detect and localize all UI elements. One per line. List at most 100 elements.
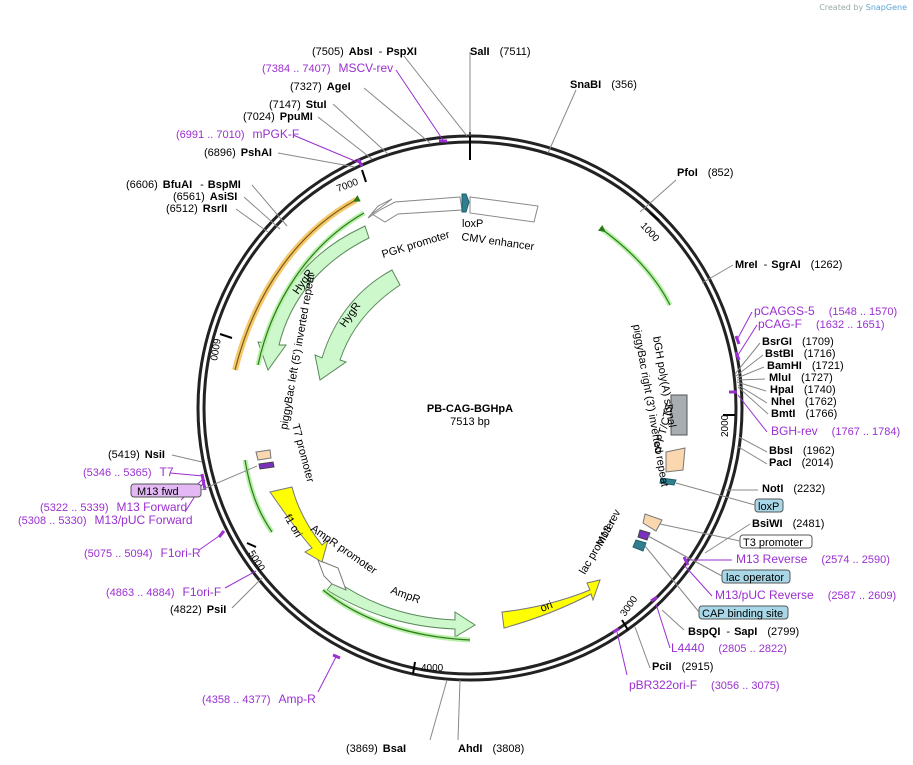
enzyme-bspqi-pos: (2799) xyxy=(767,626,799,638)
enzyme-bstbi: BstBI xyxy=(765,348,794,360)
enzyme-asisi: AsiSI xyxy=(210,191,238,203)
primer-m13-puc-forward-range: (5308 .. 5330) xyxy=(18,515,87,527)
primer-f1ori-r-range: (5075 .. 5094) xyxy=(84,548,153,560)
svg-text:NotI(2232): NotI(2232) xyxy=(762,483,825,495)
tick-5000: 5000 xyxy=(245,549,266,574)
leader-t7 xyxy=(169,472,204,477)
label-t7-promoter: T7 promoter xyxy=(289,423,316,484)
enzyme-snabi-pos: (356) xyxy=(611,79,637,91)
mark-amp-r xyxy=(332,653,341,660)
ampr-arrow xyxy=(326,579,476,638)
primer-m13-reverse-range: (2574 .. 2590) xyxy=(821,554,890,566)
enzyme-pshai: PshAI xyxy=(241,147,272,159)
primer-m13-forward: M13 Forward xyxy=(117,500,188,514)
leader-bstbi xyxy=(735,354,764,377)
f1-ori-arrow xyxy=(269,486,329,563)
enzyme-labels: (7505)AbsI-PspXI SalI(7511) SnaBI(356) (… xyxy=(108,46,844,755)
svg-text:(4358 .. 4377)Amp-R: (4358 .. 4377)Amp-R xyxy=(202,692,316,706)
green-orf-line-left xyxy=(244,459,273,533)
leader-bsrgi xyxy=(734,342,761,375)
pgk-promoter-arrow xyxy=(367,196,463,223)
primer-l4440: L4440 xyxy=(671,641,705,655)
svg-text:M13 Reverse(2574 .. 2590): M13 Reverse (2574 .. 2590) xyxy=(736,552,890,566)
enzyme-bmti: BmtI xyxy=(771,408,795,420)
enzyme-agei: AgeI xyxy=(327,81,351,93)
svg-text:(5075 .. 5094)F1ori-R: (5075 .. 5094) F1ori-R xyxy=(84,546,201,560)
box-m13-fwd xyxy=(130,483,202,498)
enzyme-pshai-pos: (6896) xyxy=(204,147,236,159)
cppt-feature xyxy=(659,477,677,486)
leader-mlui xyxy=(736,378,766,381)
primer-f1ori-f-range: (4863 .. 4884) xyxy=(106,587,175,599)
primer-f1ori-r: F1ori-R xyxy=(161,546,201,560)
green-orf-line-right xyxy=(597,224,671,306)
leader-bspqi xyxy=(661,609,685,631)
ori-arrow xyxy=(501,579,601,629)
box-cap-binding-site xyxy=(698,605,789,620)
mark-pbr322ori-f xyxy=(612,627,620,634)
mark-t7-m13 xyxy=(200,473,207,491)
primer-l4440-range: (2805 .. 2822) xyxy=(718,643,787,655)
enzyme-bsiwi-pos: (2481) xyxy=(793,518,825,530)
svg-text:(4863 .. 4884)F1ori-F: (4863 .. 4884)F1ori-F xyxy=(106,585,221,599)
scale-ticks: 1000 2000 3000 4000 5000 6000 7000 xyxy=(207,132,735,675)
enzyme-bsai: BsaI xyxy=(383,743,406,755)
features xyxy=(232,193,688,643)
primer-m13-puc-reverse: M13/pUC Reverse xyxy=(715,588,814,602)
box-loxp xyxy=(754,498,784,513)
primer-m13-reverse: M13 Reverse xyxy=(736,552,808,566)
svg-text:BstBI(1716): BstBI(1716) xyxy=(765,348,836,360)
enzyme-sapi: SapI xyxy=(734,626,757,638)
enzyme-nhei-pos: (1762) xyxy=(805,396,837,408)
t3-promoter-feature xyxy=(642,513,663,532)
svg-text:(5308 .. 5330)M13/pUC Forward: (5308 .. 5330)M13/pUC Forward xyxy=(18,513,193,527)
svg-text:BsrGI(1709): BsrGI(1709) xyxy=(762,336,834,348)
leader-hpai xyxy=(736,381,767,392)
svg-text:BGH-rev(1767 .. 1784): BGH-rev(1767 .. 1784) xyxy=(771,424,900,438)
credit-brand: SnapGene xyxy=(865,3,907,12)
green-orf-arc-right xyxy=(601,227,673,307)
enzyme-ppumi: PpuMI xyxy=(280,111,313,123)
enzyme-sali-pos: (7511) xyxy=(500,46,531,58)
enzyme-mrei: MreI xyxy=(735,259,758,271)
primer-t7: T7 xyxy=(160,465,174,479)
ampr-promoter-arrow xyxy=(317,559,347,591)
t7-feature xyxy=(258,461,275,470)
enzyme-nsii: NsiI xyxy=(145,449,165,461)
mark-mpgk-f xyxy=(356,158,364,167)
enzyme-nhei: NheI xyxy=(771,396,795,408)
leader-absi xyxy=(403,55,468,137)
svg-text:PacI(2014): PacI(2014) xyxy=(769,457,833,469)
mark-pcag-f xyxy=(734,351,741,361)
leader-asisi xyxy=(243,196,281,230)
label-cap-binding-site: CAP binding site xyxy=(702,608,783,620)
primer-pcag-f: pCAG-F xyxy=(758,317,802,331)
svg-text:AhdI(3808): AhdI(3808) xyxy=(458,743,524,755)
svg-text:(5419)NsiI: (5419)NsiI xyxy=(108,449,165,461)
leader-bbsi xyxy=(738,436,768,453)
leader-bgh-rev xyxy=(737,394,768,433)
leader-cap-box xyxy=(644,545,700,613)
leader-pcaggs-5 xyxy=(737,311,753,339)
tick-1000-mark xyxy=(649,212,660,221)
enzyme-mlui: MluI xyxy=(769,372,791,384)
mark-m13-reverse xyxy=(682,556,690,566)
svg-text:SnaBI(356): SnaBI(356) xyxy=(570,79,637,91)
enzyme-pfoi-pos: (852) xyxy=(708,167,734,179)
primer-pcag-f-range: (1632 .. 1651) xyxy=(816,319,885,331)
svg-text:(5322 .. 5339)M13 Forward: (5322 .. 5339)M13 Forward xyxy=(40,500,187,514)
svg-text:(4822)PsiI: (4822)PsiI xyxy=(170,604,226,616)
leader-nsii xyxy=(171,454,203,463)
leader-lac-operator-box xyxy=(647,535,723,577)
tick-1000: 1000 xyxy=(638,221,662,245)
enzyme-mlui-pos: (1727) xyxy=(801,372,833,384)
label-pgk-promoter: PGK promoter xyxy=(380,229,451,261)
leader-f1ori-r xyxy=(198,533,223,551)
enzyme-bmti-pos: (1766) xyxy=(805,408,837,420)
svg-text:PciI(2915): PciI(2915) xyxy=(652,661,713,673)
svg-text:SalI(7511): SalI(7511) xyxy=(470,46,531,58)
leader-f1ori-f xyxy=(224,570,257,589)
primer-mscv-rev: MSCV-rev xyxy=(339,61,394,75)
tick-6000: 6000 xyxy=(207,337,222,361)
enzyme-stui-pos: (7147) xyxy=(269,99,301,111)
